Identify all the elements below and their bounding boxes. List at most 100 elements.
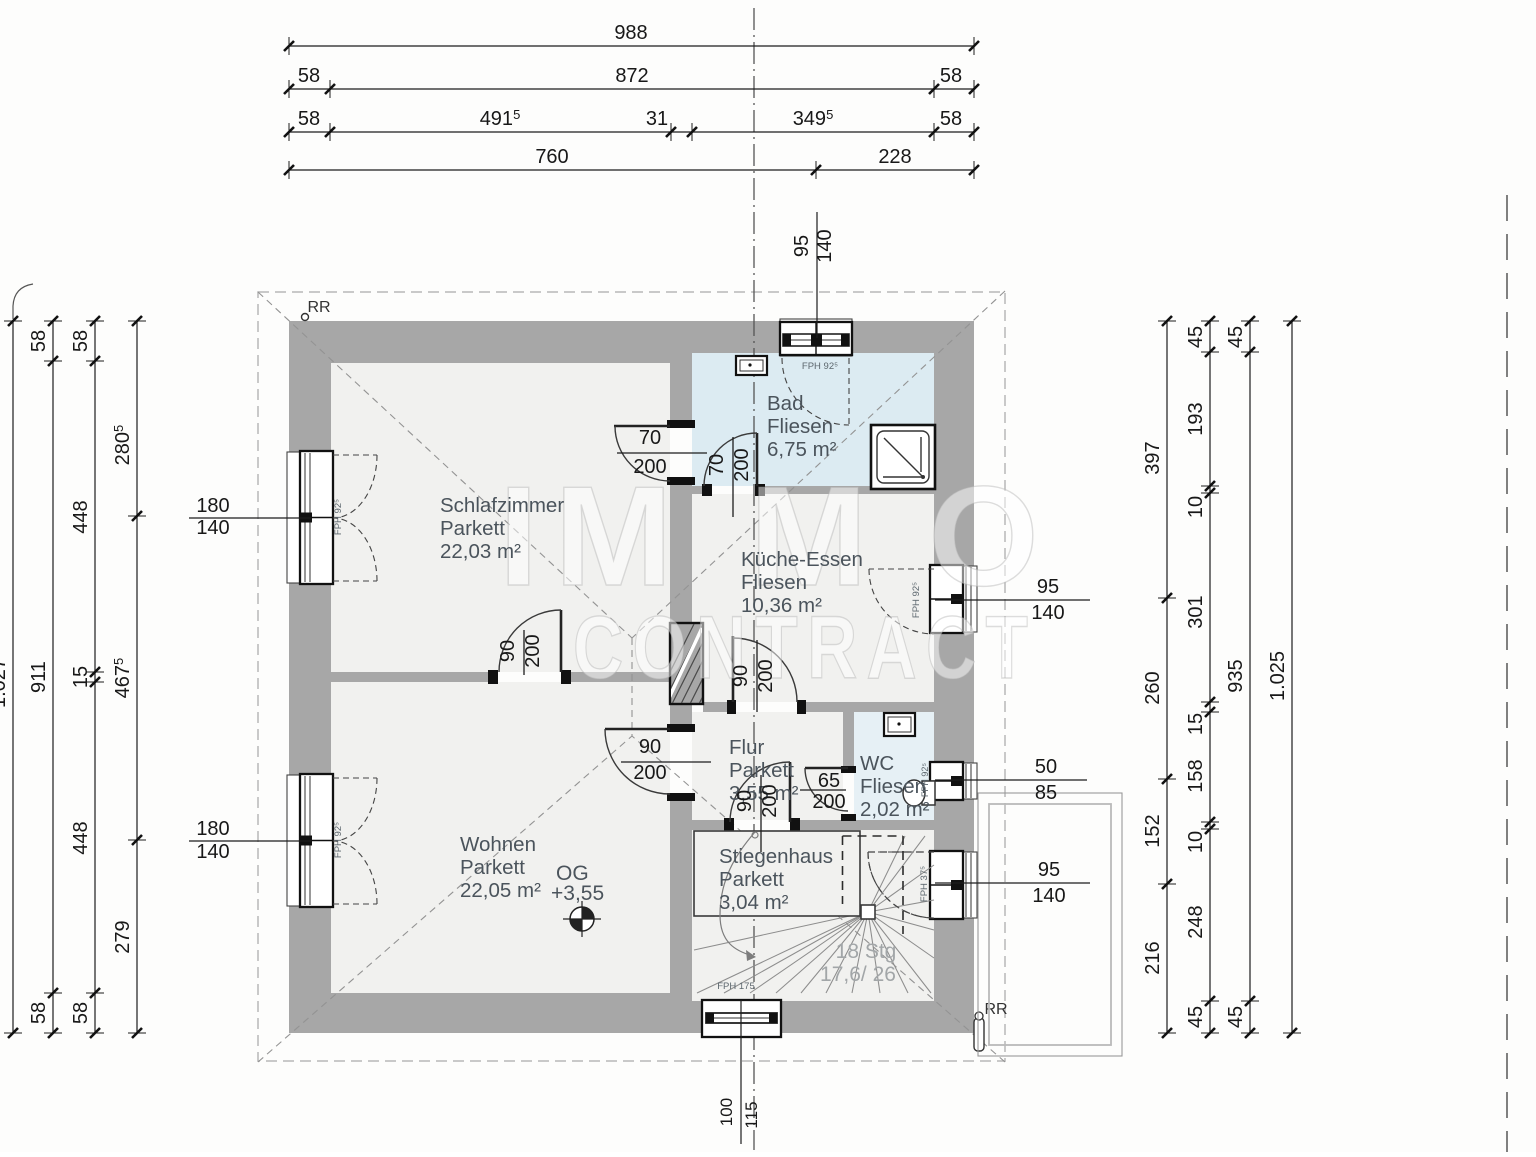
svg-text:65: 65 — [818, 770, 840, 792]
svg-text:140: 140 — [196, 841, 229, 863]
svg-text:Küche-Essen: Küche-Essen — [741, 548, 863, 571]
svg-text:70: 70 — [706, 454, 728, 476]
svg-text:95: 95 — [791, 235, 813, 257]
svg-text:90: 90 — [730, 665, 752, 687]
svg-text:31: 31 — [646, 108, 668, 130]
svg-text:115: 115 — [742, 1101, 761, 1128]
svg-text:15: 15 — [70, 666, 92, 688]
svg-text:935: 935 — [1225, 659, 1247, 692]
svg-text:90: 90 — [639, 736, 661, 758]
svg-text:301: 301 — [1185, 595, 1207, 628]
svg-text:448: 448 — [70, 500, 92, 533]
svg-text:17,6/ 26: 17,6/ 26 — [820, 963, 896, 986]
svg-text:58: 58 — [298, 108, 320, 130]
svg-text:248: 248 — [1185, 905, 1207, 938]
svg-text:Fliesen: Fliesen — [860, 775, 926, 798]
svg-text:Wohnen: Wohnen — [460, 833, 536, 856]
svg-text:988: 988 — [614, 22, 647, 44]
svg-text:872: 872 — [615, 65, 648, 87]
svg-text:58: 58 — [28, 330, 50, 352]
svg-text:RR: RR — [984, 1001, 1007, 1018]
svg-text:3,55 m²: 3,55 m² — [729, 782, 799, 805]
svg-text:O: O — [928, 457, 1038, 616]
svg-text:FPH 92⁵: FPH 92⁵ — [802, 361, 838, 372]
svg-text:95: 95 — [1038, 859, 1060, 881]
svg-text:10,36 m²: 10,36 m² — [741, 594, 822, 617]
svg-text:45: 45 — [1185, 326, 1207, 348]
svg-text:Stiegenhaus: Stiegenhaus — [719, 845, 833, 868]
svg-text:FPH 92⁵: FPH 92⁵ — [333, 822, 344, 858]
svg-text:85: 85 — [1035, 782, 1057, 804]
svg-text:279: 279 — [112, 920, 134, 953]
svg-text:15: 15 — [1185, 713, 1207, 735]
svg-text:200: 200 — [812, 791, 845, 813]
svg-text:200: 200 — [633, 456, 666, 478]
svg-text:10: 10 — [1185, 831, 1207, 853]
svg-text:45: 45 — [1225, 1006, 1247, 1028]
svg-text:2805: 2805 — [111, 425, 134, 466]
svg-text:180: 180 — [196, 495, 229, 517]
svg-text:158: 158 — [1185, 759, 1207, 792]
svg-text:Flur: Flur — [729, 736, 764, 759]
svg-text:200: 200 — [731, 448, 753, 481]
svg-text:200: 200 — [633, 762, 666, 784]
svg-text:58: 58 — [940, 65, 962, 87]
svg-text:228: 228 — [878, 146, 911, 168]
svg-text:CONTRACT: CONTRACT — [573, 598, 1037, 697]
svg-text:Parkett: Parkett — [460, 856, 525, 879]
svg-text:3495: 3495 — [793, 107, 834, 130]
svg-text:140: 140 — [1031, 602, 1064, 624]
svg-text:1.027: 1.027 — [0, 658, 10, 708]
svg-text:OG: OG — [556, 862, 589, 885]
svg-text:18 Stg: 18 Stg — [836, 940, 897, 963]
svg-text:140: 140 — [196, 517, 229, 539]
svg-text:4675: 4675 — [111, 658, 134, 699]
svg-text:2,02 m²: 2,02 m² — [860, 798, 930, 821]
svg-text:FPH 92⁵: FPH 92⁵ — [911, 582, 922, 618]
svg-text:Fliesen: Fliesen — [741, 571, 807, 594]
svg-text:193: 193 — [1185, 402, 1207, 435]
svg-text:I: I — [499, 457, 538, 616]
svg-text:70: 70 — [639, 427, 661, 449]
svg-text:180: 180 — [196, 818, 229, 840]
svg-text:200: 200 — [755, 659, 777, 692]
svg-text:45: 45 — [1185, 1006, 1207, 1028]
svg-text:Fliesen: Fliesen — [767, 415, 833, 438]
svg-text:58: 58 — [298, 65, 320, 87]
svg-text:50: 50 — [1035, 756, 1057, 778]
svg-text:760: 760 — [535, 146, 568, 168]
svg-text:22,05 m²: 22,05 m² — [460, 879, 541, 902]
svg-text:152: 152 — [1142, 814, 1164, 847]
svg-text:Parkett: Parkett — [719, 868, 784, 891]
svg-text:FPH 175: FPH 175 — [717, 981, 755, 992]
svg-text:+3,55: +3,55 — [551, 882, 604, 905]
svg-text:FPH 37⁵: FPH 37⁵ — [919, 866, 930, 902]
svg-text:58: 58 — [70, 330, 92, 352]
svg-text:95: 95 — [1037, 576, 1059, 598]
svg-text:100: 100 — [717, 1098, 736, 1126]
svg-text:M: M — [749, 457, 867, 616]
svg-text:22,03 m²: 22,03 m² — [440, 540, 521, 563]
svg-text:Parkett: Parkett — [440, 517, 505, 540]
svg-text:58: 58 — [940, 108, 962, 130]
svg-text:Bad: Bad — [767, 392, 803, 415]
svg-text:WC: WC — [860, 752, 894, 775]
svg-text:10: 10 — [1185, 496, 1207, 518]
svg-text:58: 58 — [70, 1002, 92, 1024]
svg-text:200: 200 — [759, 784, 781, 817]
svg-text:1.025: 1.025 — [1267, 651, 1289, 701]
svg-text:M: M — [554, 457, 672, 616]
svg-text:RR: RR — [307, 299, 330, 316]
svg-text:45: 45 — [1225, 326, 1247, 348]
svg-text:448: 448 — [70, 821, 92, 854]
svg-text:911: 911 — [28, 661, 50, 693]
svg-text:140: 140 — [814, 229, 836, 262]
svg-text:58: 58 — [28, 1002, 50, 1024]
svg-text:3,04 m²: 3,04 m² — [719, 891, 789, 914]
svg-text:FPH 92⁵: FPH 92⁵ — [333, 499, 344, 535]
svg-text:FPH 92⁵: FPH 92⁵ — [920, 763, 930, 798]
svg-text:90: 90 — [497, 640, 519, 662]
svg-text:Parkett: Parkett — [729, 759, 794, 782]
svg-text:216: 216 — [1142, 941, 1164, 974]
svg-text:200: 200 — [522, 634, 544, 667]
